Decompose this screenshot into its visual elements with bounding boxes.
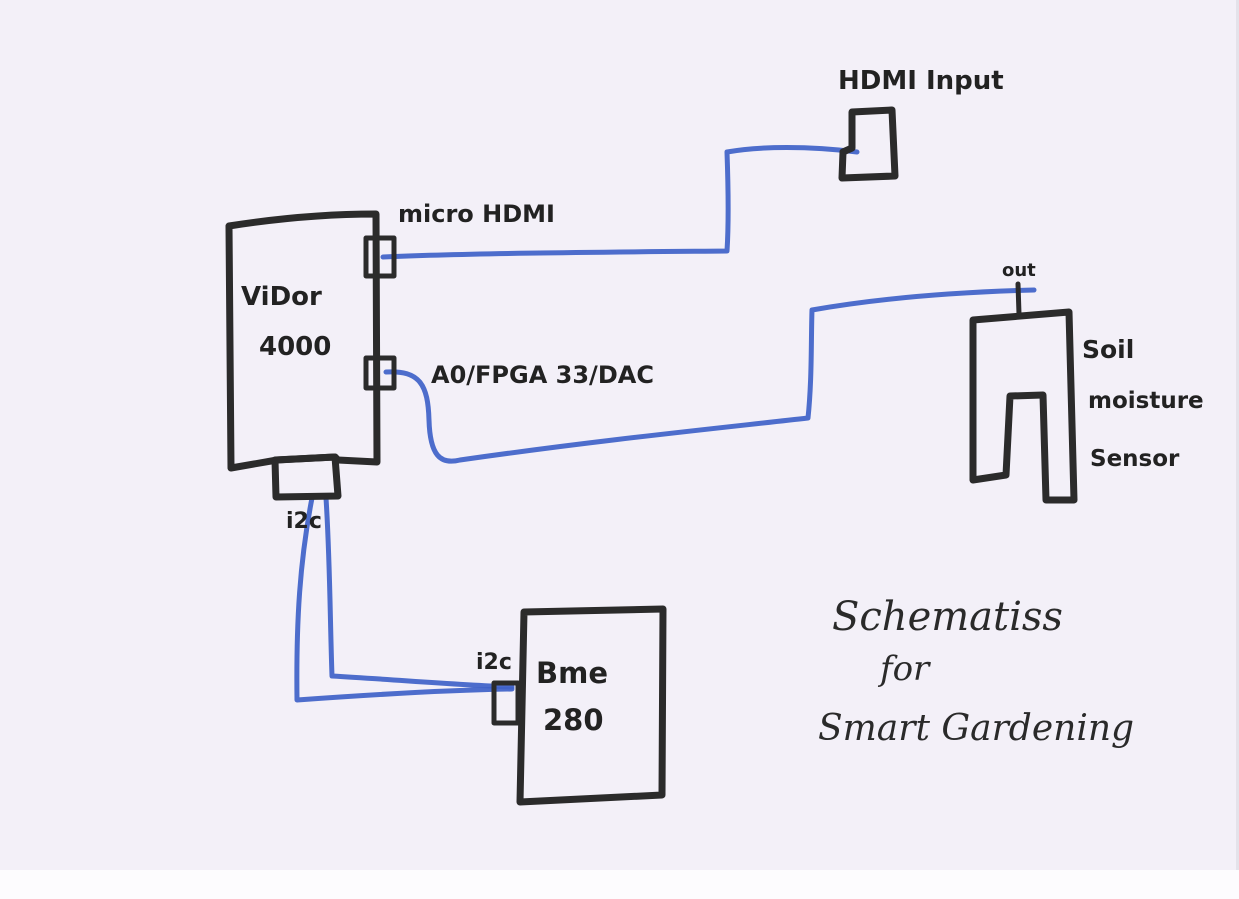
vidor-label-name: ViDor <box>241 282 322 312</box>
bme280-i2c-port <box>491 680 521 726</box>
bme280-board <box>516 605 667 806</box>
bme-label-model: 280 <box>543 703 604 737</box>
micro-hdmi-port <box>363 235 397 279</box>
a0-port <box>363 355 397 391</box>
wire-hdmi <box>380 145 860 260</box>
bme-label-name: Bme <box>536 656 608 690</box>
micro-hdmi-label: micro HDMI <box>398 200 555 228</box>
soil-label-line3: Sensor <box>1090 446 1180 472</box>
soil-label-line2: moisture <box>1088 388 1204 414</box>
hdmi-input-label: HDMI Input <box>838 66 1004 96</box>
title-line1: Schematiss <box>832 594 1063 640</box>
vidor-label-model: 4000 <box>259 332 331 362</box>
hdmi-input-connector <box>838 106 899 182</box>
title-line3: Smart Gardening <box>818 708 1134 749</box>
soil-sensor-out-pin <box>1015 281 1022 317</box>
soil-out-label: out <box>1002 260 1036 281</box>
wire-i2c-b <box>323 495 515 690</box>
scan-margin <box>0 870 1239 899</box>
wire-a0-to-soil <box>383 287 1037 464</box>
soil-sensor-probe <box>969 308 1078 504</box>
wire-i2c-a <box>294 495 515 703</box>
vidor-i2c-port <box>271 453 342 501</box>
title-line2: for <box>877 649 931 689</box>
bme-i2c-label: i2c <box>476 650 512 675</box>
soil-label-line1: Soil <box>1082 335 1134 364</box>
vidor-i2c-label: i2c <box>286 509 322 534</box>
a0-pin-label: A0/FPGA 33/DAC <box>431 361 654 389</box>
